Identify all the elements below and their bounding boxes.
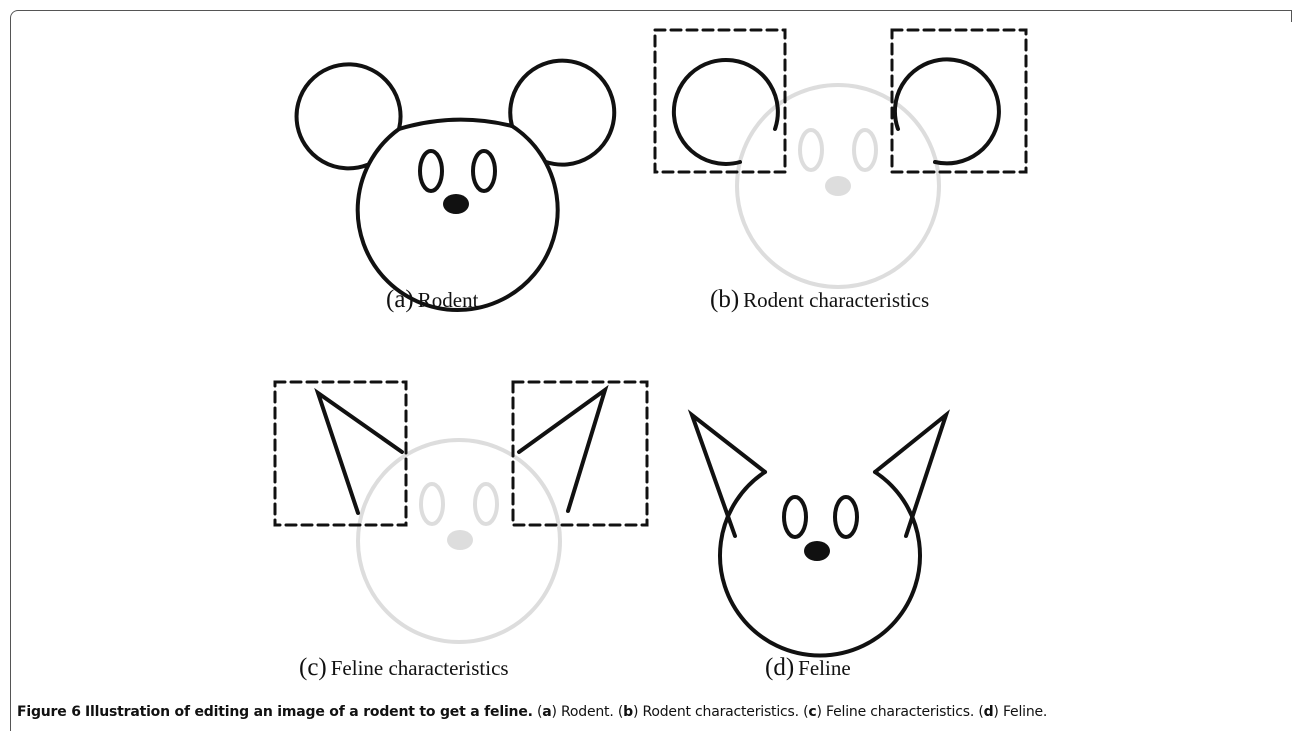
panel-d-label: (d) Feline xyxy=(765,654,851,682)
feline-right-eye xyxy=(833,495,859,539)
figure-border xyxy=(10,10,1291,731)
panel-d-name: Feline xyxy=(798,656,851,680)
caption-letter-c: c xyxy=(808,704,817,720)
feline-nose xyxy=(804,541,830,561)
caption-text-a: Rodent. xyxy=(561,704,614,720)
figure-caption: Figure 6 Illustration of editing an imag… xyxy=(17,704,1048,720)
caption-letter-b: b xyxy=(623,704,633,720)
panel-c-feline-characteristics xyxy=(273,380,649,644)
feline-ear-right xyxy=(873,409,951,538)
panel-c-name: Feline characteristics xyxy=(330,656,509,680)
figure-label: Figure 6 xyxy=(17,704,81,720)
caption-letter-a: a xyxy=(542,704,552,720)
rodent-right-ear xyxy=(508,58,617,167)
faded-right-eye xyxy=(473,482,499,526)
faded-nose xyxy=(825,176,851,196)
panel-b-label: (b) Rodent characteristics xyxy=(710,286,929,314)
rodent-left-eye xyxy=(418,149,444,193)
rodent-ear-left xyxy=(671,57,780,166)
panel-d-feline xyxy=(687,409,951,658)
panel-a-name: Rodent xyxy=(417,288,479,312)
feline-ear-box-left xyxy=(273,380,408,527)
figure-illustration xyxy=(273,28,1028,658)
faded-nose xyxy=(447,530,473,550)
panel-b-rodent-characteristics xyxy=(653,28,1028,289)
caption-text-d: Feline. xyxy=(1002,704,1048,720)
panel-c-letter: (c) xyxy=(299,654,327,681)
caption-text-c: Feline characteristics. xyxy=(826,704,975,720)
feline-ear-box-right xyxy=(511,380,649,527)
faded-left-eye xyxy=(419,482,445,526)
panel-b-letter: (b) xyxy=(710,286,740,313)
feline-head-outline xyxy=(718,470,922,658)
feline-ear-right xyxy=(517,384,609,513)
feline-left-eye xyxy=(782,495,808,539)
panel-a-label: (a) Rodent xyxy=(386,286,478,314)
panel-a-rodent xyxy=(294,58,617,312)
rodent-head-top xyxy=(397,117,514,131)
figure-title: Illustration of editing an image of a ro… xyxy=(85,704,533,720)
rodent-ear-right xyxy=(892,57,1001,166)
caption-text-b: Rodent characteristics. xyxy=(642,704,799,720)
rodent-head-outline xyxy=(355,124,560,312)
feline-ear-left xyxy=(314,387,404,515)
panel-c-label: (c) Feline characteristics xyxy=(299,654,509,682)
panel-b-name: Rodent characteristics xyxy=(743,288,930,312)
feline-ear-left xyxy=(687,409,767,538)
caption-letter-d: d xyxy=(983,704,994,720)
rodent-left-ear xyxy=(294,62,403,171)
rodent-right-eye xyxy=(471,149,497,193)
faded-feline-head xyxy=(356,438,562,644)
faded-right-eye xyxy=(852,128,878,172)
rodent-ear-box-right xyxy=(890,28,1028,174)
faded-rodent-head xyxy=(735,83,941,289)
faded-left-eye xyxy=(798,128,824,172)
rodent-nose xyxy=(443,194,469,214)
panel-d-letter: (d) xyxy=(765,654,795,681)
panel-a-letter: (a) xyxy=(386,286,414,313)
rodent-ear-box-left xyxy=(653,28,787,174)
